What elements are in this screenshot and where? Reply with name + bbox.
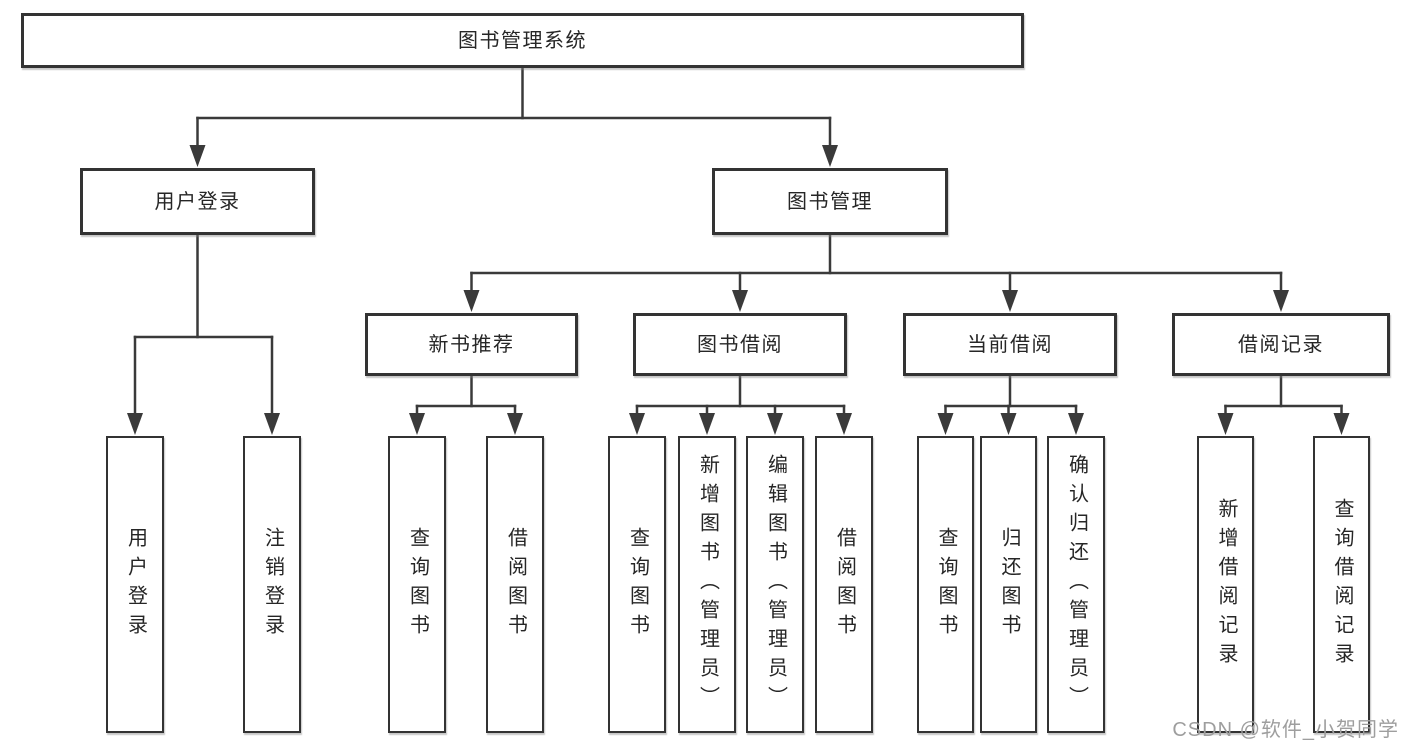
edge-arrowhead [1000,413,1017,435]
node-label-bb-query: 查询图书 [626,526,649,643]
node-label-bb-borrow: 借阅图书 [833,526,856,643]
node-root: 图书管理系统 [21,13,1024,68]
edge-arrowhead [264,413,280,435]
node-cb-query: 查询图书 [917,436,974,733]
edge-arrowhead [507,413,523,435]
node-cb-return: 归还图书 [980,436,1037,733]
node-bb-edit: 编辑图书（管理员） [746,436,804,733]
node-ul-logout: 注销登录 [243,436,301,733]
node-label-nr-query: 查询图书 [406,526,429,643]
node-label-cb-query: 查询图书 [935,526,957,643]
edge-arrowhead [189,145,206,167]
node-br-add: 新增借阅记录 [1197,436,1254,733]
edge-arrowhead [1333,413,1350,435]
node-nr-borrow: 借阅图书 [486,436,544,733]
node-records: 借阅记录 [1172,313,1390,376]
node-label-records: 借阅记录 [1238,333,1324,356]
edge-arrowhead [1068,413,1084,435]
edge-arrowhead [937,413,954,435]
node-bb-borrow: 借阅图书 [815,436,873,733]
node-label-ul-login: 用户登录 [124,526,147,643]
edge-arrowhead [1217,413,1234,435]
watermark: CSDN @软件_小贺同学 [1172,719,1399,741]
node-user-login: 用户登录 [80,168,315,235]
node-bb-query: 查询图书 [608,436,666,733]
node-label-new-rec: 新书推荐 [428,333,515,356]
node-current: 当前借阅 [903,313,1117,376]
node-bb-add: 新增图书（管理员） [678,436,736,733]
node-nr-query: 查询图书 [388,436,446,733]
node-label-br-query: 查询借阅记录 [1331,497,1353,672]
edge-arrowhead [127,413,143,435]
node-label-ul-logout: 注销登录 [261,526,284,643]
edge-arrowhead [767,413,783,435]
edge-arrowhead [463,290,480,312]
node-ul-login: 用户登录 [106,436,164,733]
node-label-br-add: 新增借阅记录 [1215,497,1237,672]
node-label-cb-confirm: 确认归还（管理员） [1065,454,1088,715]
edge-arrowhead [1273,290,1289,312]
node-label-bb-add: 新增图书（管理员） [696,454,719,715]
edge-arrowhead [629,413,645,435]
node-br-query: 查询借阅记录 [1313,436,1370,733]
node-label-current: 当前借阅 [967,333,1053,356]
node-cb-confirm: 确认归还（管理员） [1047,436,1105,733]
node-label-root: 图书管理系统 [458,29,587,52]
edge-arrowhead [822,145,838,167]
node-label-nr-borrow: 借阅图书 [504,526,527,643]
edge-arrowhead [836,413,852,435]
edge-arrowhead [699,413,715,435]
node-borrowing: 图书借阅 [633,313,847,376]
node-label-cb-return: 归还图书 [998,526,1020,643]
edge-arrowhead [409,413,425,435]
edge-arrowhead [1002,290,1018,312]
node-label-user-login: 用户登录 [154,190,241,213]
node-label-borrowing: 图书借阅 [697,333,783,356]
node-label-bb-edit: 编辑图书（管理员） [764,454,787,715]
node-label-book-mgmt: 图书管理 [787,190,873,213]
edge-arrowhead [732,290,748,312]
node-new-rec: 新书推荐 [365,313,578,376]
node-book-mgmt: 图书管理 [712,168,948,235]
